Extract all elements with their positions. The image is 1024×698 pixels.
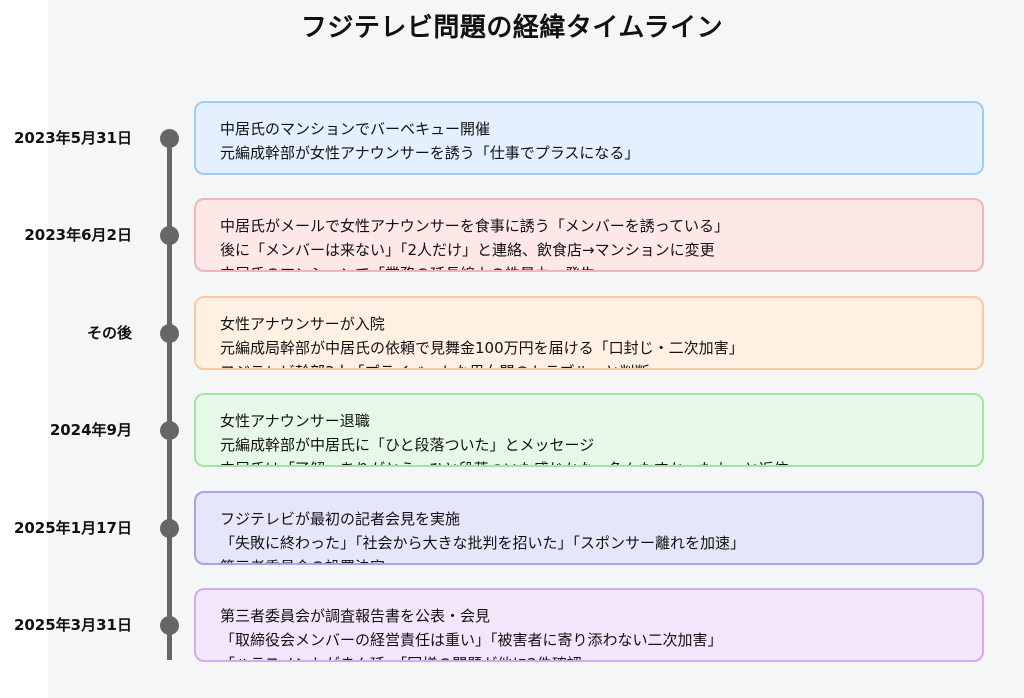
event-text-line: 「取締役会メンバーの経営責任は重い」「被害者に寄り添わない二次加害」: [220, 631, 723, 649]
event-text-line: 中居氏がメールで女性アナウンサーを食事に誘う「メンバーを誘っている」: [220, 217, 729, 235]
event-date: その後: [86, 324, 132, 342]
event-box: フジテレビが最初の記者会見を実施「失敗に終わった」「社会から大きな批判を招いた」…: [194, 491, 984, 565]
event-text-line: フジテレビ幹部3人「プライベートな男女間のトラブル」と判断: [220, 360, 982, 368]
event-text-line: 元編成幹部が女性アナウンサーを誘う「仕事でプラスになる」: [220, 144, 640, 162]
page-title: フジテレビ問題の経緯タイムライン: [300, 13, 724, 43]
timeline-dot: [160, 324, 179, 343]
event-date: 2023年5月31日: [13, 129, 132, 147]
event-date: 2023年6月2日: [24, 226, 132, 244]
event-text-line: 「ハラスメントがまん延」「同様の問題が他に2件確認」: [220, 652, 982, 660]
event-text-line: 第三者委員会の設置決定: [220, 555, 982, 563]
timeline-dot: [160, 519, 179, 538]
timeline-dot: [160, 616, 179, 635]
event-box: 中居氏のマンションでバーベキュー開催元編成幹部が女性アナウンサーを誘う「仕事でプ…: [194, 101, 984, 175]
event-box: 中居氏がメールで女性アナウンサーを食事に誘う「メンバーを誘っている」後に「メンバ…: [194, 198, 984, 272]
event-box: 第三者委員会が調査報告書を公表・会見「取締役会メンバーの経営責任は重い」「被害者…: [194, 588, 984, 662]
event-text-line: 中居氏のマンションでバーベキュー開催: [220, 120, 491, 138]
timeline-axis: [167, 132, 172, 660]
event-text-line: 中居氏のマンションで「業務の延長線上の性暴力」発生: [220, 262, 982, 270]
event-text-line: 女性アナウンサーが入院: [220, 315, 385, 333]
timeline-dot: [160, 226, 179, 245]
event-text-line: 第三者委員会が調査報告書を公表・会見: [220, 607, 491, 625]
event-date: 2024年9月: [49, 421, 132, 439]
timeline-dot: [160, 421, 179, 440]
event-box: 女性アナウンサーが入院元編成局幹部が中居氏の依頼で見舞金100万円を届ける「口封…: [194, 296, 984, 370]
event-date: 2025年1月17日: [13, 519, 132, 537]
event-text-line: 女性アナウンサー退職: [220, 412, 370, 430]
event-box: 女性アナウンサー退職元編成幹部が中居氏に「ひと段落ついた」とメッセージ中居氏は「…: [194, 393, 984, 467]
event-text-line: 元編成局幹部が中居氏の依頼で見舞金100万円を届ける「口封じ・二次加害」: [220, 339, 744, 357]
event-text-line: 後に「メンバーは来ない」「2人だけ」と連絡、飲食店→マンションに変更: [220, 241, 715, 259]
event-text-line: 中居氏は「了解、ありがとう。ひと段落ついた感じかな。色々たすかったよ」と返信: [220, 457, 982, 465]
event-date: 2025年3月31日: [13, 616, 132, 634]
event-text-line: 元編成幹部が中居氏に「ひと段落ついた」とメッセージ: [220, 436, 595, 454]
event-text-line: フジテレビが最初の記者会見を実施: [220, 510, 461, 528]
timeline-dot: [160, 129, 179, 148]
event-text-line: 「失敗に終わった」「社会から大きな批判を招いた」「スポンサー離れを加速」: [220, 534, 746, 552]
